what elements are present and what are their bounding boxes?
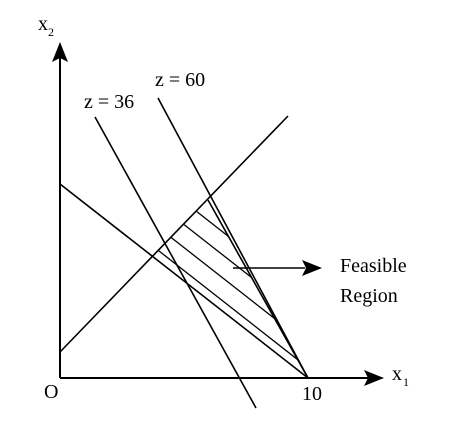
x-axis-arrow-icon	[364, 370, 384, 386]
y-axis-arrow-icon	[52, 42, 68, 62]
constraint-line-lower	[59, 183, 309, 379]
x-axis-label-subscript: 1	[403, 375, 409, 389]
region-label-line1: Feasible	[340, 255, 407, 277]
objective-line-z36	[94, 116, 257, 409]
constraint-line-rising	[59, 115, 289, 353]
x-axis-label: x	[392, 363, 402, 385]
y-axis-label-subscript: 2	[48, 25, 54, 39]
objective-label-z60: z = 60	[155, 69, 205, 91]
objective-line-z60	[157, 97, 309, 379]
region-pointer-arrow-icon	[302, 260, 322, 276]
origin-label: O	[44, 381, 58, 403]
x-tick-label: 10	[302, 383, 322, 405]
y-axis-label: x	[38, 13, 48, 35]
objective-label-z36: z = 36	[84, 91, 134, 113]
region-label-line2: Region	[340, 285, 398, 307]
